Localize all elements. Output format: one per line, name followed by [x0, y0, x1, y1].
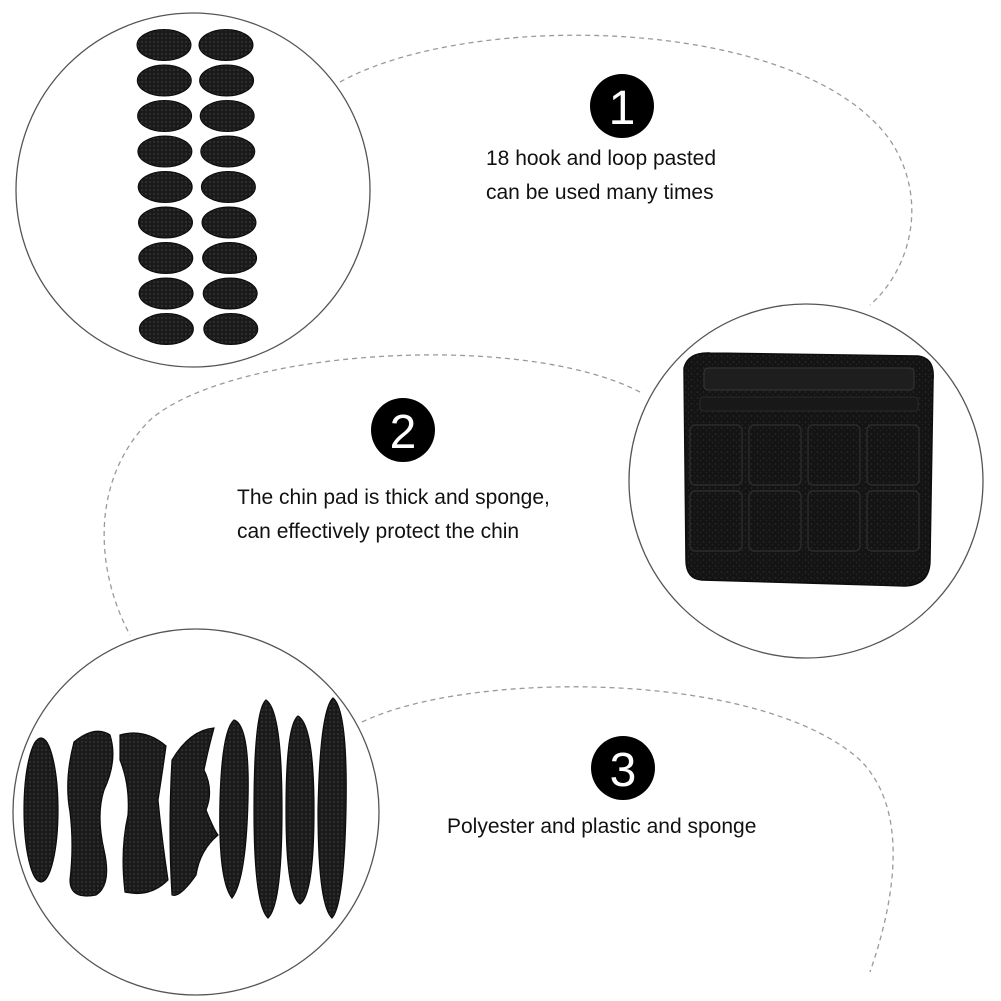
hook-loop-dot — [137, 135, 193, 168]
chin-pad-cell — [807, 490, 861, 552]
hook-loop-dot — [198, 29, 254, 61]
chin-pad-cell — [866, 490, 920, 552]
foam-strip — [285, 715, 315, 905]
number-badge-1: 1 — [590, 74, 654, 138]
hook-loop-dot — [201, 206, 257, 239]
hook-loop-dot — [136, 29, 192, 61]
hook-loop-dot — [200, 135, 256, 168]
hook-loop-dot — [137, 100, 193, 132]
foam-strip — [219, 719, 249, 899]
feature-2-line-2: can effectively protect the chin — [237, 520, 520, 543]
foam-strip — [317, 697, 347, 919]
foam-strip — [169, 727, 219, 896]
hook-loop-dot — [137, 171, 193, 203]
hook-loop-dot — [202, 277, 258, 310]
hook-loop-dot — [138, 206, 193, 239]
feature-3-line-1: Polyester and plastic and sponge — [447, 815, 757, 838]
chin-pad-cell — [866, 424, 920, 486]
foam-strip — [119, 732, 169, 895]
hook-loop-dot — [202, 242, 258, 274]
hook-loop-dot — [199, 64, 255, 97]
chin-pad-image — [628, 303, 984, 659]
number-badge-2: 2 — [371, 398, 435, 462]
chin-pad-cell — [748, 490, 802, 552]
feature-3-description: Polyester and plastic and sponge — [447, 810, 756, 844]
badge-digit: 2 — [390, 406, 417, 459]
badge-digit: 3 — [610, 744, 637, 797]
round-hook-and-loop-dots-image — [15, 12, 371, 368]
foam-strip — [67, 730, 114, 897]
hook-loop-dots — [136, 29, 259, 345]
feature-2-line-1: The chin pad is thick and sponge, — [237, 486, 550, 509]
number-badge-3: 3 — [591, 736, 655, 800]
chin-pad-cells — [689, 424, 920, 552]
chin-pad-cell — [689, 424, 743, 486]
hook-loop-dot — [138, 313, 194, 345]
feature-1-line-2: can be used many times — [486, 181, 714, 204]
dashed-connector-lines — [103, 34, 913, 973]
feature-1-description: 18 hook and loop pasted can be used many… — [486, 142, 716, 210]
hook-loop-dot — [203, 313, 259, 345]
hook-loop-dot — [138, 242, 194, 274]
foam-strip — [23, 737, 59, 883]
badge-digit: 1 — [609, 82, 636, 135]
hook-loop-dot — [136, 64, 192, 97]
foam-pad-strips-image — [12, 628, 380, 996]
chin-pad-cell — [807, 424, 861, 486]
foam-strip — [253, 699, 283, 919]
feature-2-description: The chin pad is thick and sponge, can ef… — [237, 481, 550, 549]
hook-loop-dot — [200, 171, 256, 203]
hook-loop-dot — [138, 277, 194, 310]
chin-pad-cell — [748, 424, 802, 486]
feature-1-line-1: 18 hook and loop pasted — [486, 147, 717, 170]
hook-loop-dot — [199, 100, 255, 132]
chin-pad-cell — [689, 490, 743, 552]
